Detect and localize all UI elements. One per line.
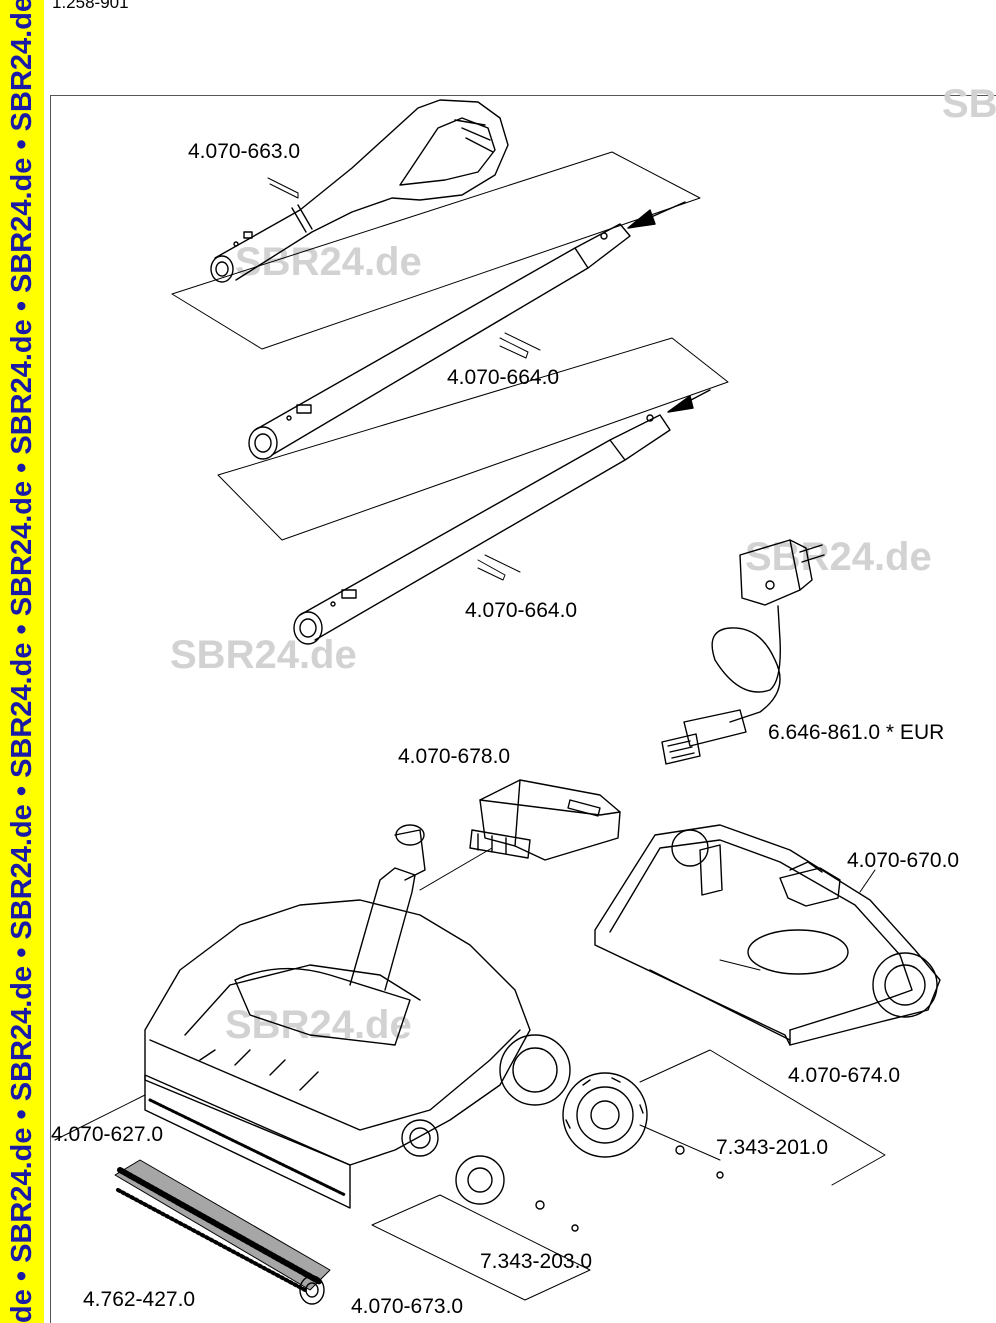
tube-upper-part <box>217 201 729 541</box>
part-label-tube-upper: 4.070-664.0 <box>447 366 560 389</box>
small-wheel-part <box>371 1155 591 1301</box>
sweeper-body-part <box>144 824 571 1209</box>
leader-lines <box>54 869 876 1141</box>
base-frame-part <box>594 824 941 1046</box>
roller-brush-part <box>114 1159 331 1305</box>
part-label-battery: 4.070-678.0 <box>398 745 511 768</box>
battery-part <box>419 779 621 891</box>
part-label-washer-2: 7.343-203.0 <box>480 1250 593 1273</box>
part-label-base: 4.070-670.0 <box>847 849 960 872</box>
part-label-washer-1: 7.343-201.0 <box>716 1136 829 1159</box>
part-label-brush-strip: 4.070-627.0 <box>51 1123 164 1146</box>
part-label-small-wheel: 4.070-673.0 <box>351 1295 464 1318</box>
charger-part <box>661 539 825 765</box>
drawing-frame <box>50 95 996 1323</box>
document-code: 1.258-901 <box>52 0 129 12</box>
tube-lower-part <box>293 389 711 645</box>
part-label-wheel: 4.070-674.0 <box>788 1064 901 1087</box>
part-label-tube-lower: 4.070-664.0 <box>465 599 578 622</box>
part-label-charger: 6.646-861.0 * EUR <box>768 721 945 744</box>
watermark-2: SBR24.de <box>745 535 932 579</box>
part-label-roller-brush: 4.762-427.0 <box>83 1288 196 1311</box>
watermark-1: SBR24.de <box>235 240 422 284</box>
watermark-5: SB <box>942 82 996 126</box>
wheel-part <box>562 1049 886 1186</box>
watermark-side-band: de • SBR24.de • SBR24.de • SBR24.de • SB… <box>0 0 44 1323</box>
watermark-3: SBR24.de <box>170 633 357 677</box>
part-label-handle-grip: 4.070-663.0 <box>188 140 301 163</box>
watermark-4: SBR24.de <box>225 1003 412 1047</box>
handle-grip-part <box>171 99 701 350</box>
